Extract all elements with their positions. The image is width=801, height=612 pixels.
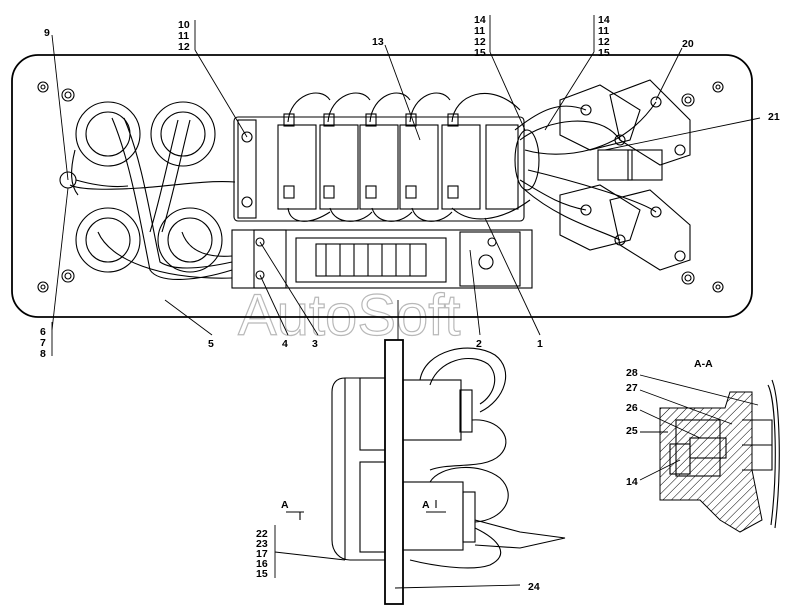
callout-stack-b-15: 15 <box>598 47 610 59</box>
side-view <box>286 300 566 605</box>
callout-stack-8: 8 <box>40 348 46 360</box>
callout-stack-10: 10 <box>178 19 190 31</box>
callout-24: 24 <box>528 581 540 593</box>
cable-bundles <box>69 117 236 280</box>
callout-13: 13 <box>372 36 384 48</box>
callout-1: 1 <box>537 338 543 350</box>
callout-stack-a-12: 12 <box>474 36 486 48</box>
switch-brackets <box>514 79 691 271</box>
callout-4: 4 <box>282 338 288 350</box>
callout-stack-b-11: 11 <box>598 25 609 37</box>
watermark: AutoSoft <box>238 283 460 348</box>
round-connectors <box>75 101 223 273</box>
terminal-strip <box>231 229 533 289</box>
callout-stack-15: 15 <box>256 568 268 580</box>
callout-stack-b-14: 14 <box>598 14 610 26</box>
callout-3: 3 <box>312 338 318 350</box>
leader-lines <box>51 15 761 589</box>
section-marker-right: A <box>422 499 430 511</box>
mounting-holes <box>37 81 724 293</box>
callout-stack-a-11: 11 <box>474 25 485 37</box>
panel-plate <box>11 54 753 318</box>
section-title: A-A <box>694 358 713 370</box>
callout-5: 5 <box>208 338 214 350</box>
callout-25: 25 <box>626 425 638 437</box>
callout-stack-12: 12 <box>178 41 190 53</box>
section-marker-left: A <box>281 499 289 511</box>
callout-stack-17: 17 <box>256 548 268 560</box>
callout-26: 26 <box>626 402 638 414</box>
callout-28: 28 <box>626 367 638 379</box>
callout-2: 2 <box>476 338 482 350</box>
callout-stack-23: 23 <box>256 538 268 550</box>
callout-9: 9 <box>44 27 50 39</box>
callout-stack-a-14: 14 <box>474 14 486 26</box>
callout-27: 27 <box>626 382 638 394</box>
callout-stack-11: 11 <box>178 30 189 42</box>
callout-20: 20 <box>682 38 694 50</box>
section-a-a <box>659 379 780 533</box>
callout-21: 21 <box>768 111 780 123</box>
callout-stack-b-12: 12 <box>598 36 610 48</box>
callout-labels: 9 10 11 12 13 14 11 12 15 14 11 12 15 20… <box>40 14 780 593</box>
callout-stack-22: 22 <box>256 528 268 540</box>
relay-block <box>233 92 531 222</box>
callout-stack-16: 16 <box>256 558 268 570</box>
callout-14: 14 <box>626 476 638 488</box>
main-panel-view <box>11 54 753 318</box>
callout-stack-7: 7 <box>40 337 46 349</box>
callout-stack-a-15: 15 <box>474 47 486 59</box>
callout-stack-6: 6 <box>40 326 46 338</box>
